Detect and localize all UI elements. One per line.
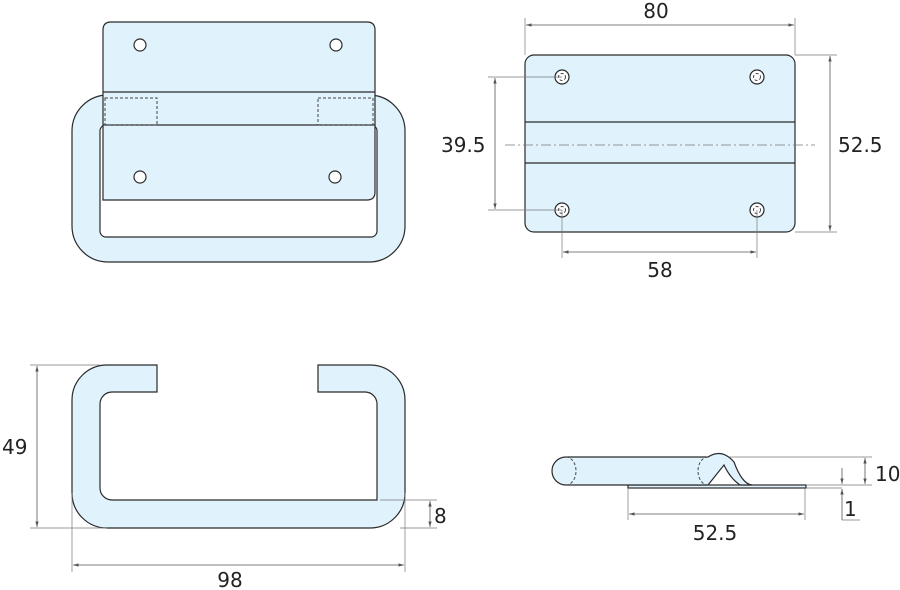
hidden-edge xyxy=(317,97,374,126)
mounting-hole xyxy=(328,170,342,184)
dim-handle-width: 98 xyxy=(217,568,242,590)
front-view xyxy=(71,21,406,263)
plate xyxy=(524,54,796,233)
dim-side-length: 52.5 xyxy=(693,521,738,545)
dim-plate-height: 52.5 xyxy=(838,133,883,157)
side-handle xyxy=(551,452,753,486)
dim-side-plate-thickness: 1 xyxy=(844,497,857,521)
mounting-hole xyxy=(133,170,147,184)
plate-view: 80 52.5 39.5 58 xyxy=(441,0,883,282)
dim-hole-spacing-vertical: 39.5 xyxy=(441,133,486,157)
mounting-plate xyxy=(102,21,376,201)
side-view: 10 1 52.5 xyxy=(551,452,900,545)
dim-handle-thickness: 8 xyxy=(434,504,447,528)
dim-plate-width: 80 xyxy=(643,0,668,23)
mounting-hole xyxy=(133,38,147,52)
handle xyxy=(71,364,406,529)
dim-hole-spacing-horizontal: 58 xyxy=(647,258,672,282)
dim-side-height: 10 xyxy=(875,462,900,486)
side-plate xyxy=(627,484,807,489)
hidden-edge xyxy=(104,97,158,126)
dim-handle-height: 49 xyxy=(2,435,27,459)
mounting-hole xyxy=(329,38,343,52)
handle-view: 49 98 8 xyxy=(2,364,447,590)
